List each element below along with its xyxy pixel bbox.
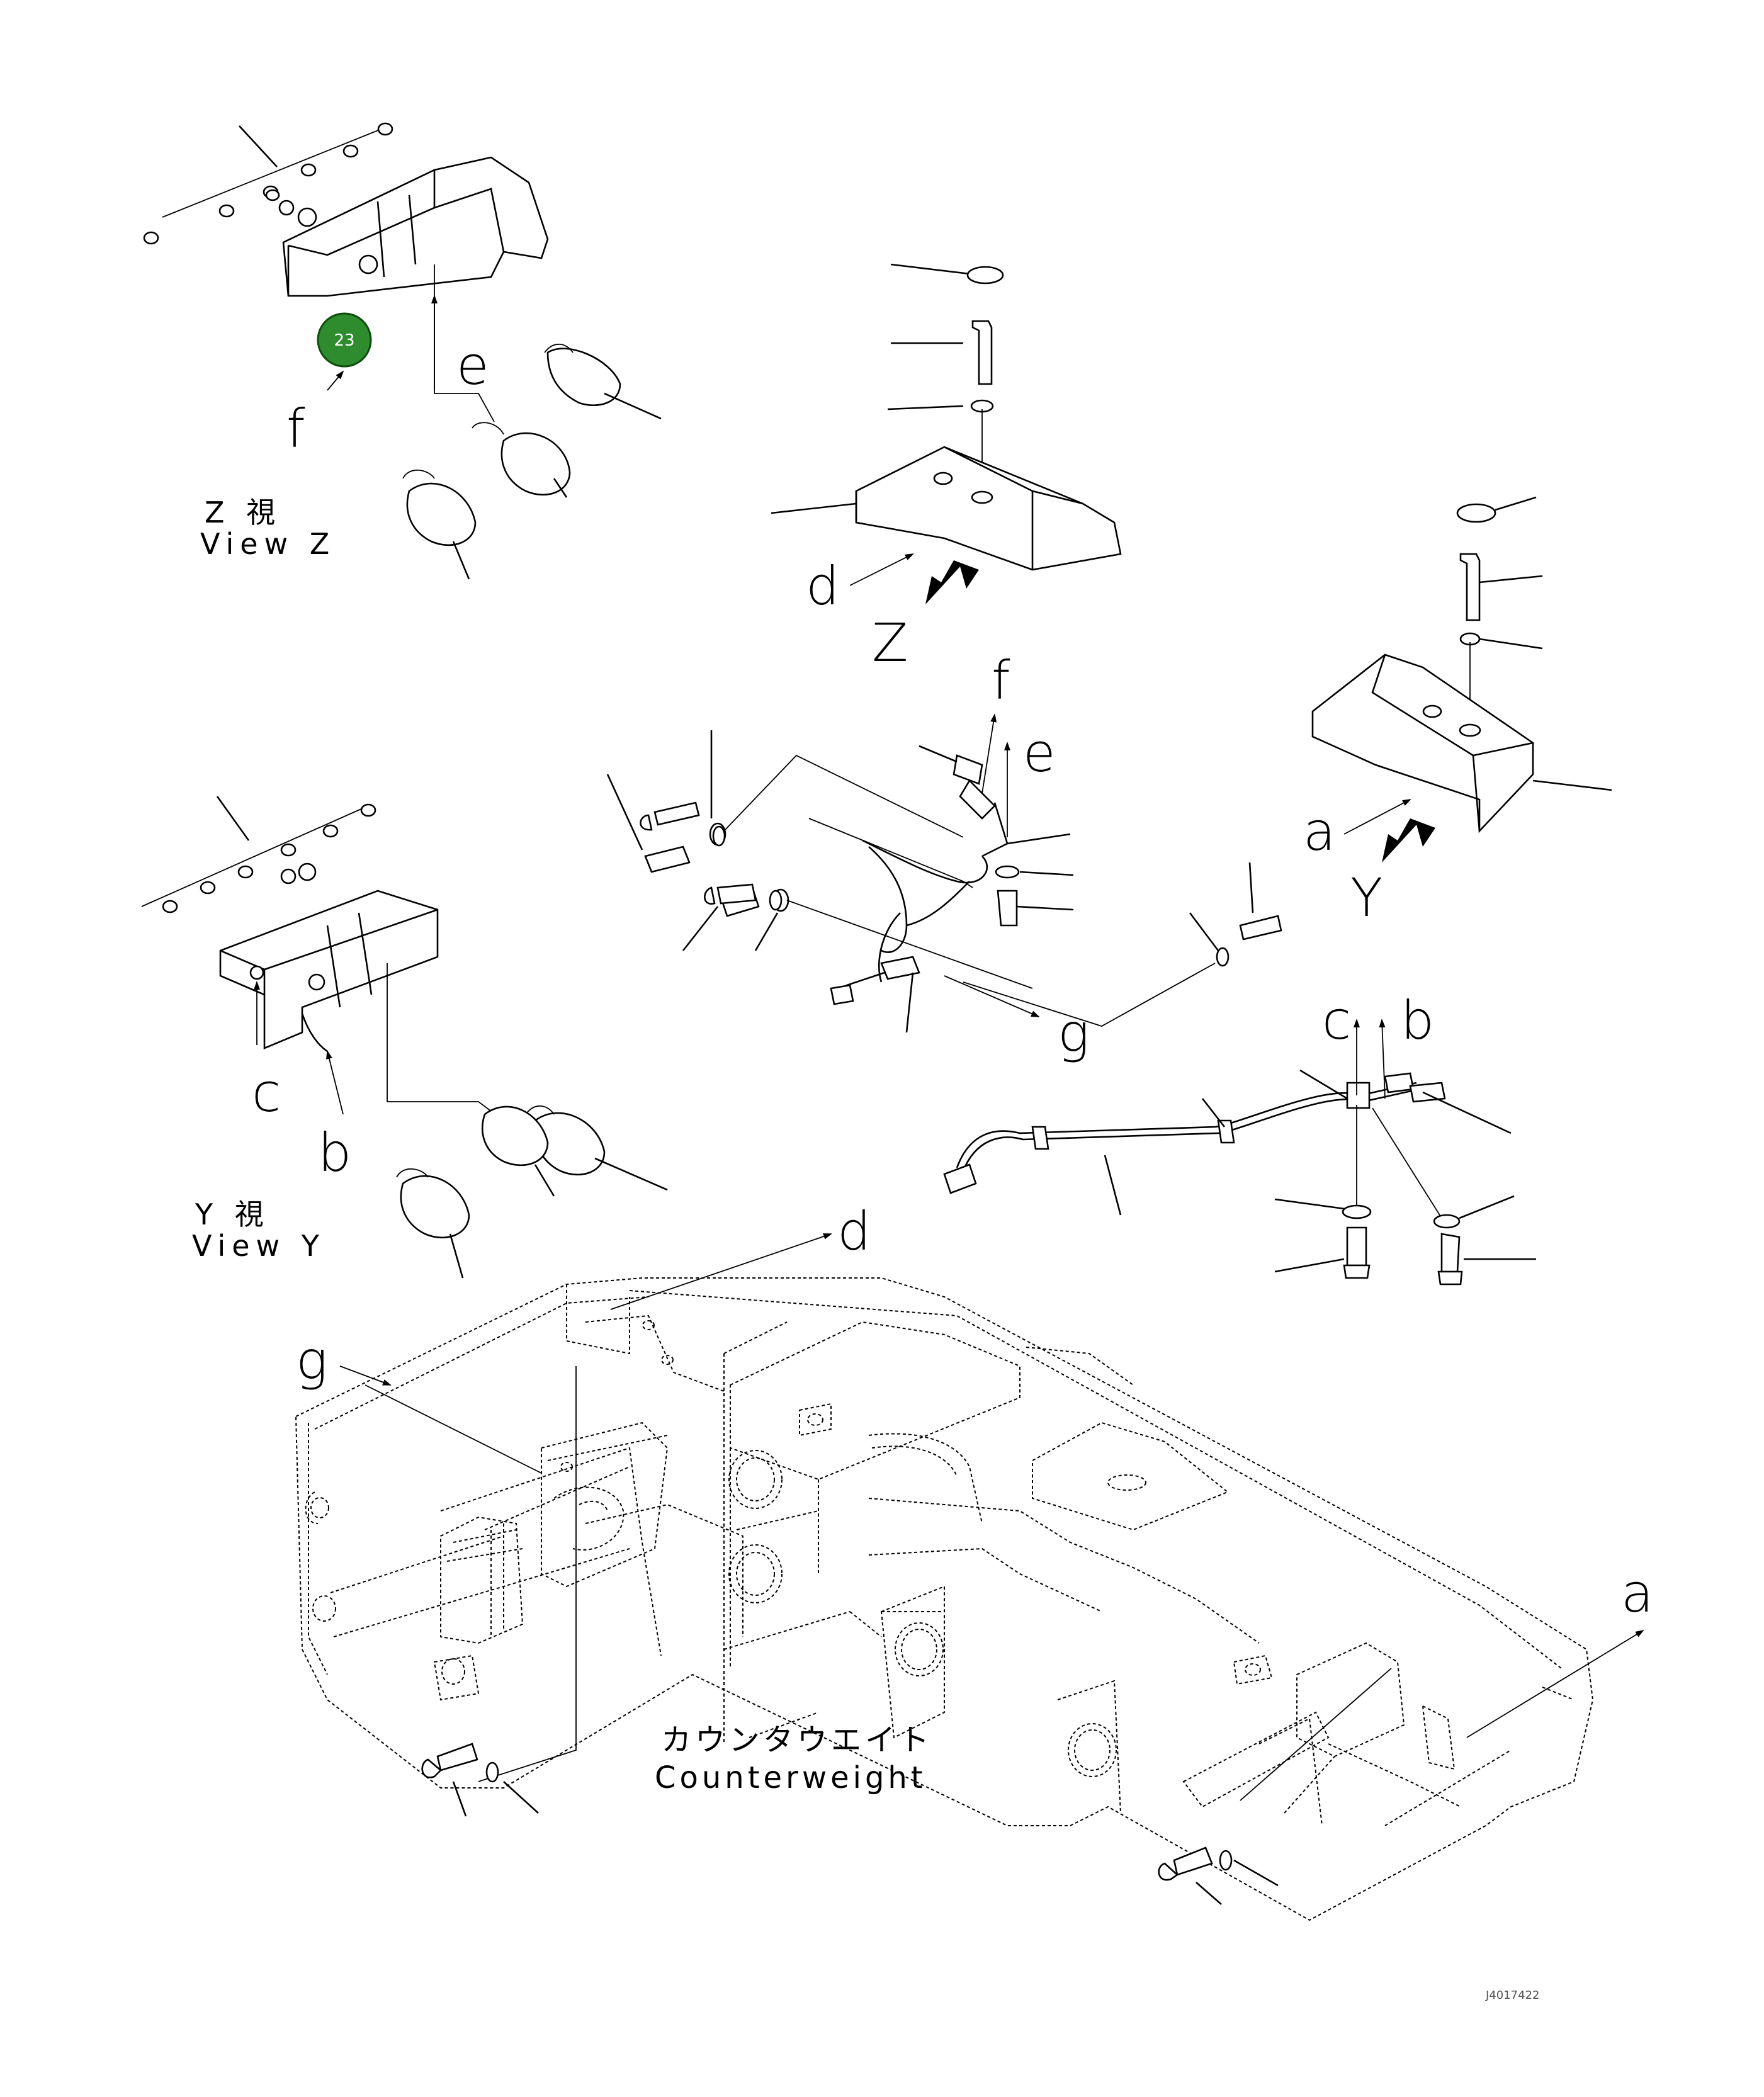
ref-letter-g-harness: g: [1058, 1002, 1089, 1064]
ref-letter-b-harness: b: [1401, 990, 1434, 1051]
bracket-y: [219, 890, 439, 1053]
horn-y-1: [525, 1105, 668, 1191]
view-marker-y: Y: [1350, 867, 1382, 929]
ref-letter-f: f: [286, 398, 305, 460]
ref-letter-c-harness: c: [1322, 990, 1351, 1051]
part-number-bubble[interactable]: 23: [317, 312, 372, 368]
view-z-assembly: e 23 f Z 視 View Z: [143, 122, 662, 580]
counterweight-annotations: d g a カウンタウエイト Counterweight J4017422: [296, 1201, 1653, 2002]
bolt-row-y: [141, 796, 376, 913]
drawing-code: J4017422: [1485, 1989, 1539, 2002]
ref-letter-d-counterweight: d: [837, 1201, 871, 1262]
horn-z-3: [402, 469, 477, 580]
right-cover-a: a Y: [1303, 496, 1612, 929]
ref-letter-f-harness: f: [992, 650, 1010, 711]
horn-z-2: [472, 422, 571, 498]
top-cover-d: d Z: [771, 263, 1122, 674]
horn-y-3: [396, 1168, 470, 1279]
ref-letter-b: b: [318, 1122, 351, 1184]
bolt-row-z: [143, 122, 393, 245]
view-marker-z: Z: [872, 612, 908, 674]
bracket-z: [282, 156, 549, 297]
part-number-text: 23: [334, 331, 354, 350]
counterweight-en-label: Counterweight: [655, 1760, 927, 1795]
horn-y-2: [482, 1105, 555, 1197]
view-y-assembly: c b Y 視 View Y: [141, 796, 668, 1279]
view-y-en-label: View Y: [192, 1229, 325, 1263]
view-y-jp-label: Y 視: [195, 1197, 270, 1231]
horn-z-1: [544, 343, 662, 420]
central-harness: f e g: [606, 650, 1282, 1064]
ref-letter-a: a: [1303, 801, 1335, 862]
ref-letter-a-counterweight: a: [1621, 1563, 1653, 1624]
ref-letter-e-harness: e: [1023, 722, 1056, 784]
ref-letter-g-counterweight: g: [296, 1330, 327, 1391]
counterweight-jp-label: カウンタウエイト: [661, 1722, 933, 1758]
view-z-jp-label: Z 視: [205, 495, 281, 529]
ref-letter-d: d: [806, 555, 839, 617]
lower-harness: c b: [943, 990, 1536, 1286]
view-z-en-label: View Z: [200, 527, 336, 561]
ref-letter-e: e: [456, 335, 489, 397]
ref-letter-c: c: [252, 1062, 281, 1124]
counterweight-body: [295, 1277, 1594, 1921]
